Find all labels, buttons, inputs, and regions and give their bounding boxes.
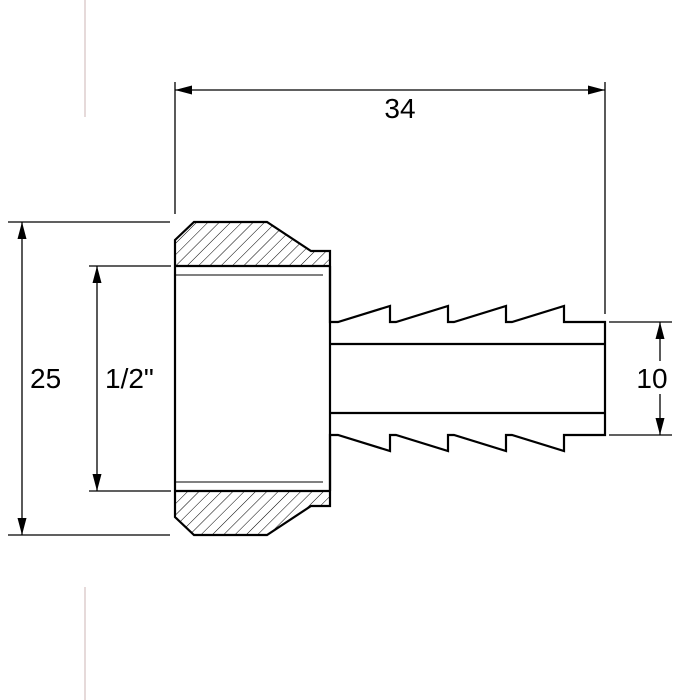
dimension-thread-size: 1/2": [89, 265, 171, 492]
thread-bore-lines: [175, 264, 332, 493]
arrow-down-icon: [655, 418, 665, 435]
dimension-label-34: 34: [384, 93, 415, 124]
arrow-up-icon: [92, 266, 102, 283]
arrow-left-icon: [175, 85, 192, 95]
arrow-down-icon: [17, 518, 27, 535]
arrow-right-icon: [588, 85, 605, 95]
dimension-label-25: 25: [30, 363, 61, 394]
arrow-up-icon: [17, 222, 27, 239]
dimension-label-half-inch: 1/2": [105, 363, 154, 394]
hatch-section-top: [175, 222, 330, 266]
fitting-outline: [173, 220, 607, 537]
arrow-up-icon: [655, 322, 665, 339]
label-mask: [632, 361, 672, 394]
tail-bore-lines: [330, 342, 605, 415]
fitting-body: [173, 220, 607, 537]
hatch-section-bottom: [175, 491, 330, 535]
dimension-body-height: 25: [8, 221, 170, 536]
dimension-barb-diameter: 10: [609, 321, 672, 436]
dimension-overall-length: 34: [174, 82, 606, 314]
arrow-down-icon: [92, 474, 102, 491]
dimension-label-10: 10: [636, 363, 667, 394]
